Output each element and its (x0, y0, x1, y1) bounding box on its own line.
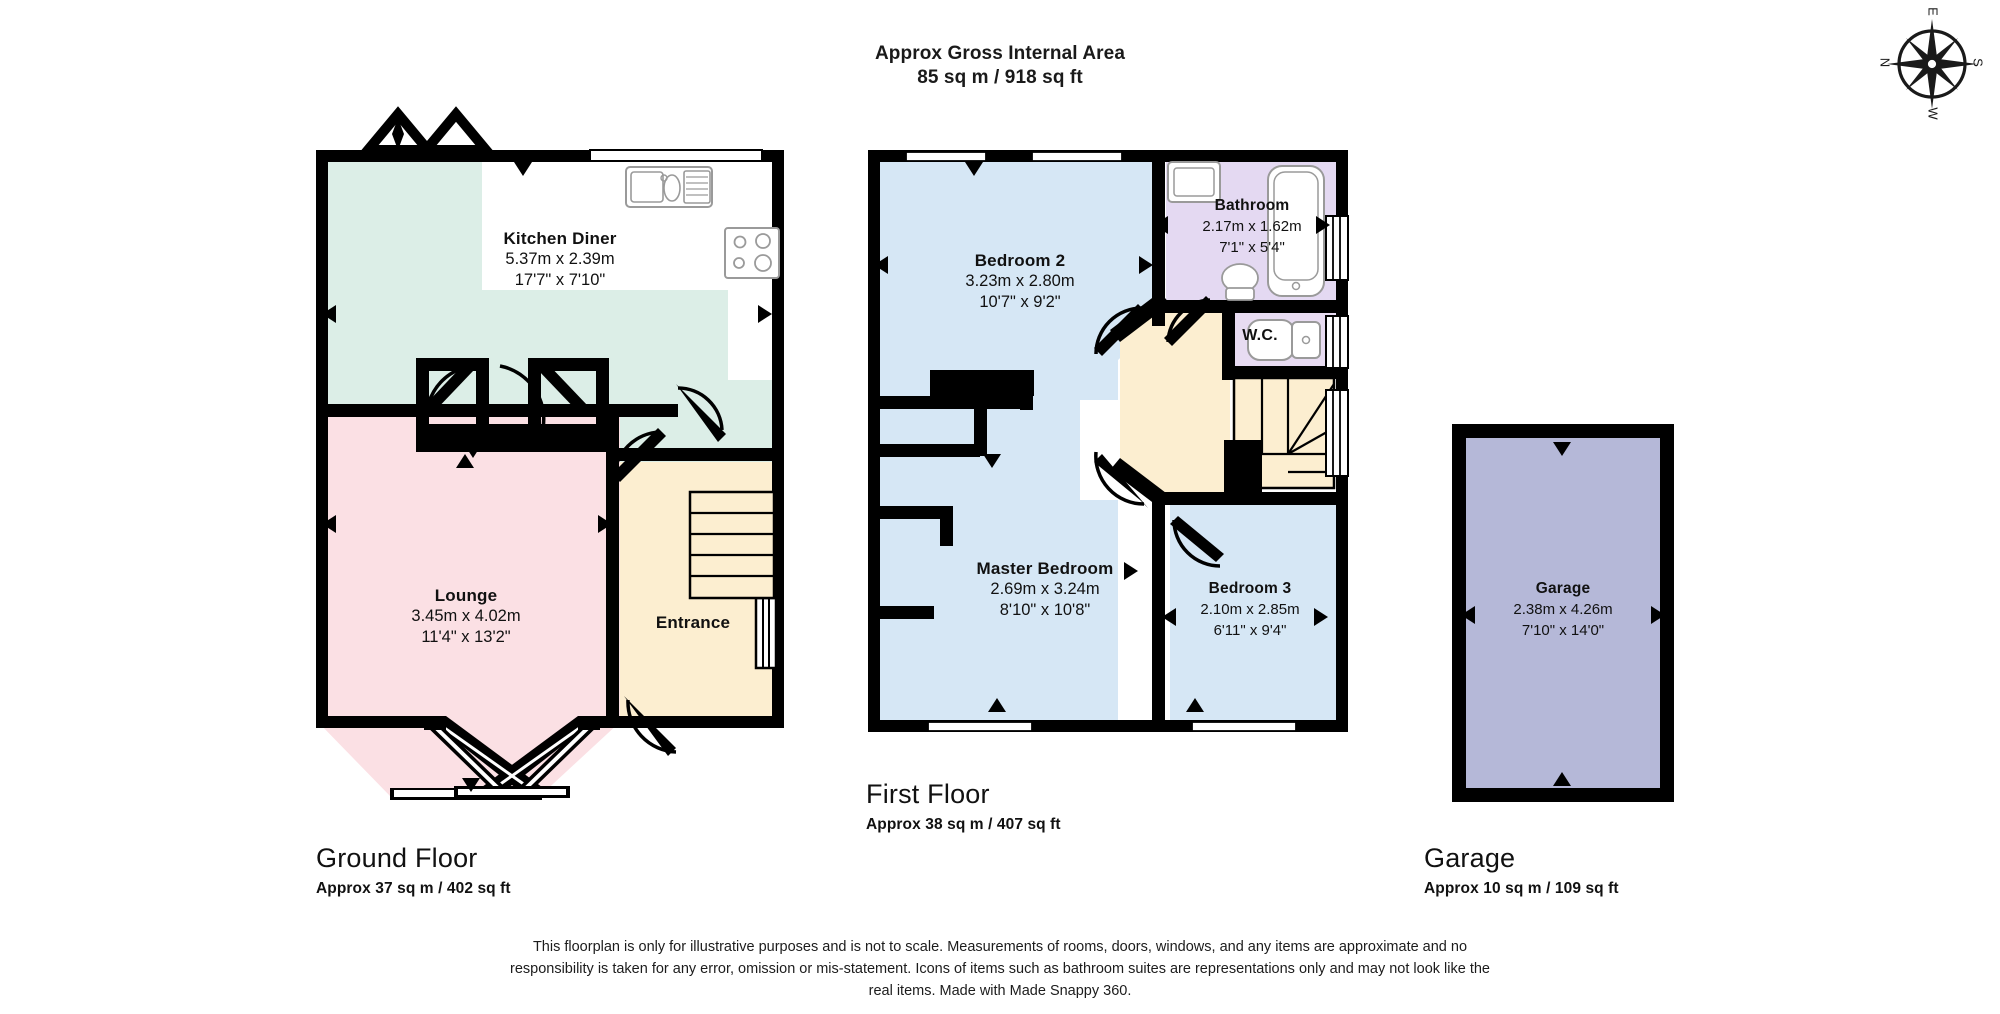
hall-upper-green (672, 380, 778, 462)
kitchen-door-leaves (424, 362, 588, 414)
garage-plan (1452, 424, 1674, 802)
first-floor-staircase (1224, 376, 1336, 496)
kitchen-rear-windows (357, 106, 763, 162)
bathroom-toilet-icon (1221, 263, 1259, 301)
ground-staircase (688, 490, 776, 600)
compass-rose: E S W N (1878, 7, 1986, 119)
garage-walls (1452, 424, 1674, 802)
first-floor-door-leaves (1094, 296, 1224, 562)
ground-floor-plan (316, 106, 784, 800)
landing-floor-2 (1158, 310, 1230, 494)
first-floor-windows (905, 151, 1349, 732)
bathroom-basin-icon (1167, 161, 1221, 203)
landing-floor-3 (1120, 300, 1162, 500)
ground-view-markers (322, 162, 772, 792)
first-floor-view-markers (874, 162, 1330, 712)
first-floor-plan (868, 150, 1349, 732)
lounge-bay-window (390, 716, 600, 800)
wc-toilet-icon (1247, 319, 1321, 361)
garage-floor (1460, 432, 1666, 794)
master-bedroom-floor (874, 450, 1118, 726)
kitchen-sink-icon (625, 166, 713, 208)
kitchen-hob-icon (724, 227, 780, 279)
bathroom-bath-icon (1267, 165, 1325, 297)
entrance-front-door (754, 596, 778, 670)
ground-internal-walls (318, 358, 784, 728)
garage-view-markers (1461, 442, 1665, 786)
lounge-floor (318, 410, 620, 796)
hall-door-leaves (612, 384, 726, 756)
